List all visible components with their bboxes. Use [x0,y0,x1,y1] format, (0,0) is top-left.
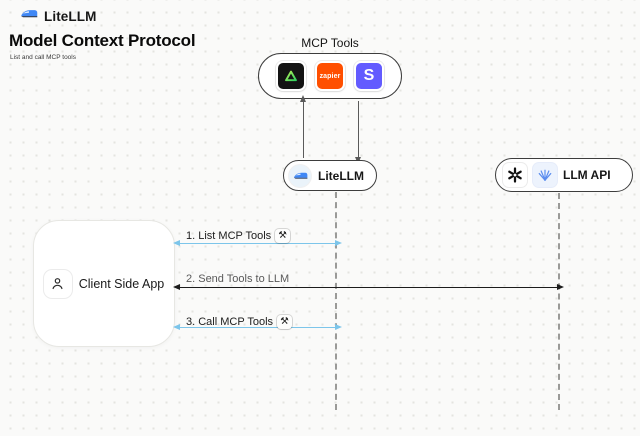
arrow-litellm-to-mcp [299,95,306,158]
step1-label: 1. List MCP Tools [186,230,272,242]
tool-frame: S [354,61,384,91]
tool-frame [276,61,306,91]
blue-model-icon [533,163,557,187]
openai-icon [503,163,527,187]
arrowhead-left-icon [173,323,180,330]
step2-arrow [173,283,564,290]
stripe-icon: S [356,63,382,89]
arrow-mcp-to-litellm [354,101,361,164]
brand: LiteLLM [20,7,96,25]
hammer-wrench-icon: ⚒ [277,315,293,329]
step1-label-row: 1. List MCP Tools ⚒ [186,229,291,243]
stripe-letter: S [363,67,375,84]
person-icon [43,269,72,298]
litellm-train-icon [20,7,38,25]
green-triangle-icon [278,63,304,89]
litellm-lifeline [335,192,337,410]
litellm-node: LiteLLM [283,160,377,191]
mcp-tools-box: zapier S [258,53,402,99]
arrowhead-right-icon [335,239,342,246]
step3-label: 3. Call MCP Tools [186,316,274,328]
step2-label-row: 2. Send Tools to LLM [186,273,289,285]
llm-api-node-label: LLM API [563,168,611,182]
step2-label: 2. Send Tools to LLM [186,273,290,285]
arrowhead-right-icon [557,283,564,290]
zapier-wordmark: zapier [319,72,341,80]
litellm-node-label: LiteLLM [318,168,364,183]
arrowhead-left-icon [173,283,180,290]
arrowhead-up-icon [299,95,306,102]
arrowhead-left-icon [173,239,180,246]
page-subtitle: List and call MCP tools [10,54,76,61]
llm-api-node: LLM API [495,158,633,192]
tool-frame: zapier [315,61,345,91]
step3-label-row: 3. Call MCP Tools ⚒ [186,315,293,329]
mcp-tools-label: MCP Tools [301,36,359,50]
llm-api-lifeline [558,193,560,410]
client-side-app-node: Client Side App [33,220,175,347]
brand-name: LiteLLM [44,8,97,24]
zapier-icon: zapier [317,63,343,89]
step3-arrow [173,323,342,330]
page-title: Model Context Protocol [9,31,196,50]
client-side-app-label: Client Side App [78,276,165,291]
hammer-wrench-icon: ⚒ [275,229,291,243]
step1-arrow [173,239,342,246]
arrowhead-right-icon [335,323,342,330]
litellm-train-icon [289,164,311,187]
